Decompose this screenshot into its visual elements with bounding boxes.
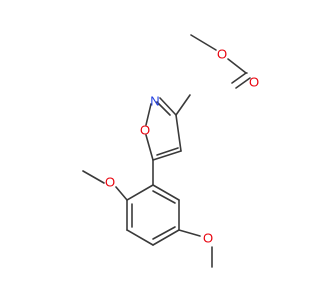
bond-methyl-ester	[190, 34, 217, 51]
bond-ar-4-5-inner	[152, 226, 176, 240]
bond-ar-4-5	[152, 229, 180, 246]
bond-carbonyl-double-b	[235, 77, 251, 89]
atom-o-ester: O	[217, 47, 227, 62]
bond-n-o	[145, 103, 152, 126]
atom-labels: O O N O O O	[105, 47, 259, 246]
molecule-structure: O O N O O O	[82, 34, 259, 268]
bond-ar-6-1-inner	[152, 190, 176, 204]
bond-c3-n-double	[156, 101, 171, 116]
bond-carbonyl-double-a	[231, 72, 247, 84]
bond-c3-n	[159, 97, 177, 116]
bond-o-methoxy1-me	[82, 170, 105, 184]
bond-ar-1-2	[126, 184, 154, 201]
bond-ester-o-carbonyl-c	[227, 58, 247, 74]
bond-ar2-o-methoxy1	[115, 186, 128, 201]
atom-o-methoxy-1: O	[105, 175, 115, 190]
atom-n-ring: N	[150, 94, 159, 109]
atom-o-methoxy-2: O	[203, 231, 213, 246]
bond-ar-3-4	[126, 229, 154, 246]
bonds	[82, 34, 251, 268]
bond-c5-c4-double	[156, 147, 179, 156]
atom-o-carbonyl: O	[249, 75, 259, 90]
bond-c4-c3	[175, 114, 182, 152]
bond-carboxyl-to-c3	[175, 94, 191, 116]
bond-ar-6-1	[152, 184, 180, 201]
bond-o-c5	[145, 134, 154, 161]
bond-c5-c4	[152, 150, 182, 161]
bond-ar5-o-methoxy2	[178, 229, 201, 237]
atom-o-ring: O	[140, 123, 150, 138]
